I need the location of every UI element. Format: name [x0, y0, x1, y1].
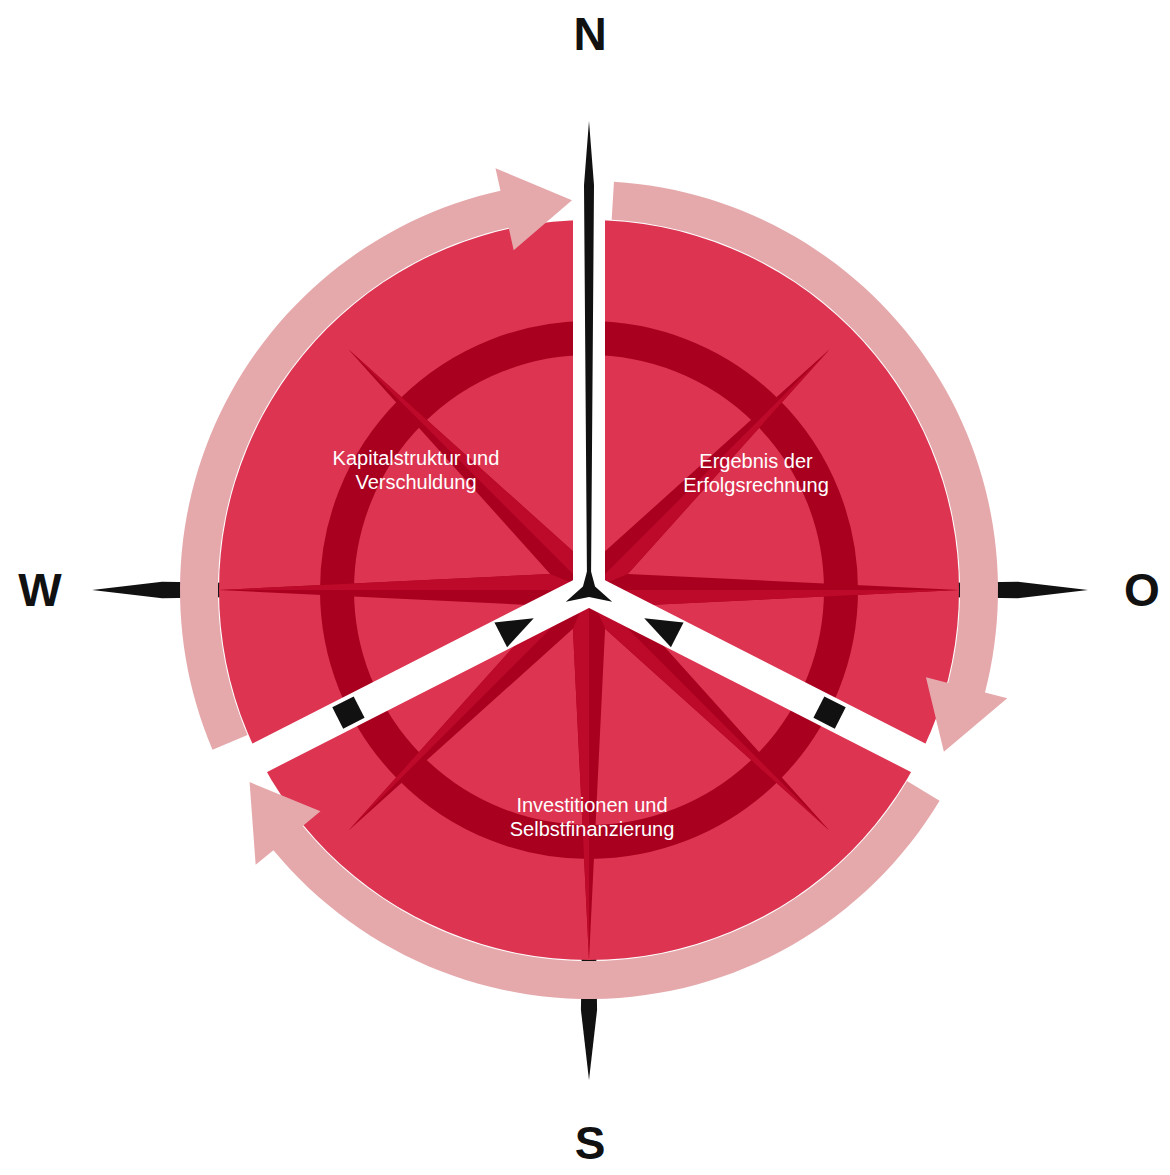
north-needle	[582, 95, 596, 582]
sector-box: Kapitalstruktur und Verschuldung	[331, 446, 501, 494]
sector-label: Ergebnis der Erfolgsrechnung	[666, 449, 846, 497]
cycle-arrow	[612, 182, 1008, 752]
cardinal-letter: S	[575, 1120, 606, 1166]
cardinal-letter: O	[1124, 567, 1160, 613]
strip-mark	[332, 696, 364, 728]
strip-arrow	[494, 618, 533, 647]
rose-shade	[573, 590, 589, 960]
strip-arrow	[644, 618, 683, 647]
rose-shade	[349, 350, 589, 590]
strip-mark	[813, 696, 845, 728]
sector-box: Investitionen und Selbstfinanzierung	[487, 793, 697, 841]
sector-label: Kapitalstruktur und Verschuldung	[331, 446, 501, 494]
cycle-arrow	[180, 168, 572, 750]
divider-strip	[589, 590, 949, 773]
cycle-arrow	[250, 781, 940, 999]
center-hub	[566, 564, 612, 602]
divider-strip	[229, 590, 589, 773]
cardinal-letter: N	[573, 11, 606, 57]
sector-box: Ergebnis der Erfolgsrechnung	[666, 449, 846, 497]
cardinal-letter: W	[18, 567, 61, 613]
sector-label: Investitionen und Selbstfinanzierung	[487, 793, 697, 841]
rose-shade	[219, 574, 589, 590]
